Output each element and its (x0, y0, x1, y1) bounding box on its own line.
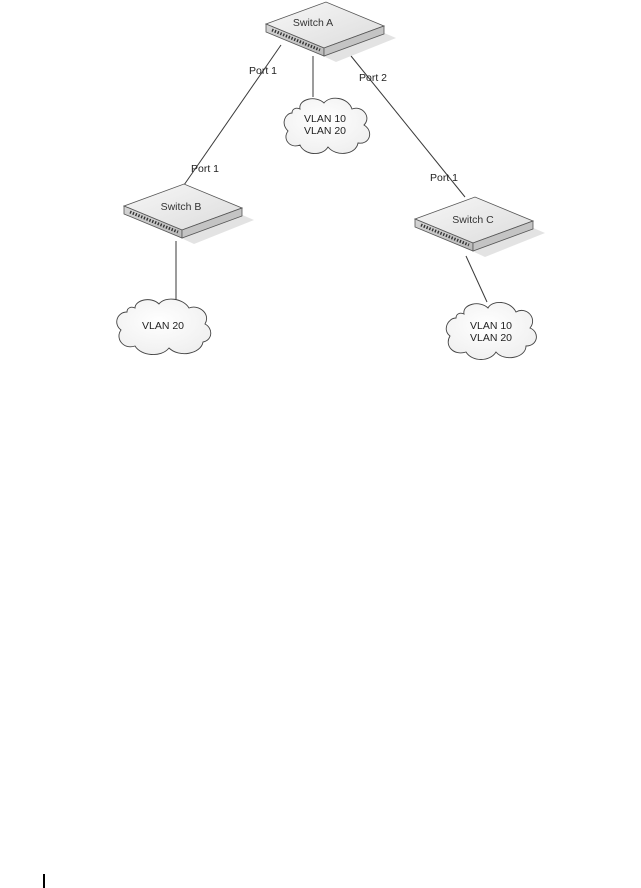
vlan-cloud-b-line1: VLAN 20 (142, 320, 184, 332)
switch-a-label: Switch A (293, 17, 333, 29)
port-label-b-uplink: Port 1 (191, 163, 219, 175)
vlan-cloud-c-line2: VLAN 20 (470, 332, 512, 344)
port-label-c-uplink: Port 1 (430, 172, 458, 184)
switch-c: Switch C (413, 195, 547, 259)
switch-b-label: Switch B (161, 201, 202, 213)
switch-b: Switch B (122, 182, 256, 246)
vlan-cloud-c-line1: VLAN 10 (470, 320, 512, 332)
page-margin-mark (43, 874, 45, 888)
link-a-to-b (183, 44, 282, 186)
vlan-cloud-a: VLAN 10 VLAN 20 (283, 97, 371, 154)
switch-c-label: Switch C (452, 214, 494, 226)
vlan-cloud-a-line1: VLAN 10 (304, 113, 346, 125)
link-a-to-c (350, 55, 466, 198)
switch-a: Switch A (264, 0, 398, 64)
vlan-cloud-c: VLAN 10 VLAN 20 (445, 302, 537, 360)
port-label-a-to-c: Port 2 (359, 72, 387, 84)
vlan-cloud-b: VLAN 20 (116, 298, 212, 355)
link-c-to-cloud (465, 255, 488, 303)
port-label-a-to-b: Port 1 (249, 65, 277, 77)
vlan-cloud-a-line2: VLAN 20 (304, 125, 346, 137)
